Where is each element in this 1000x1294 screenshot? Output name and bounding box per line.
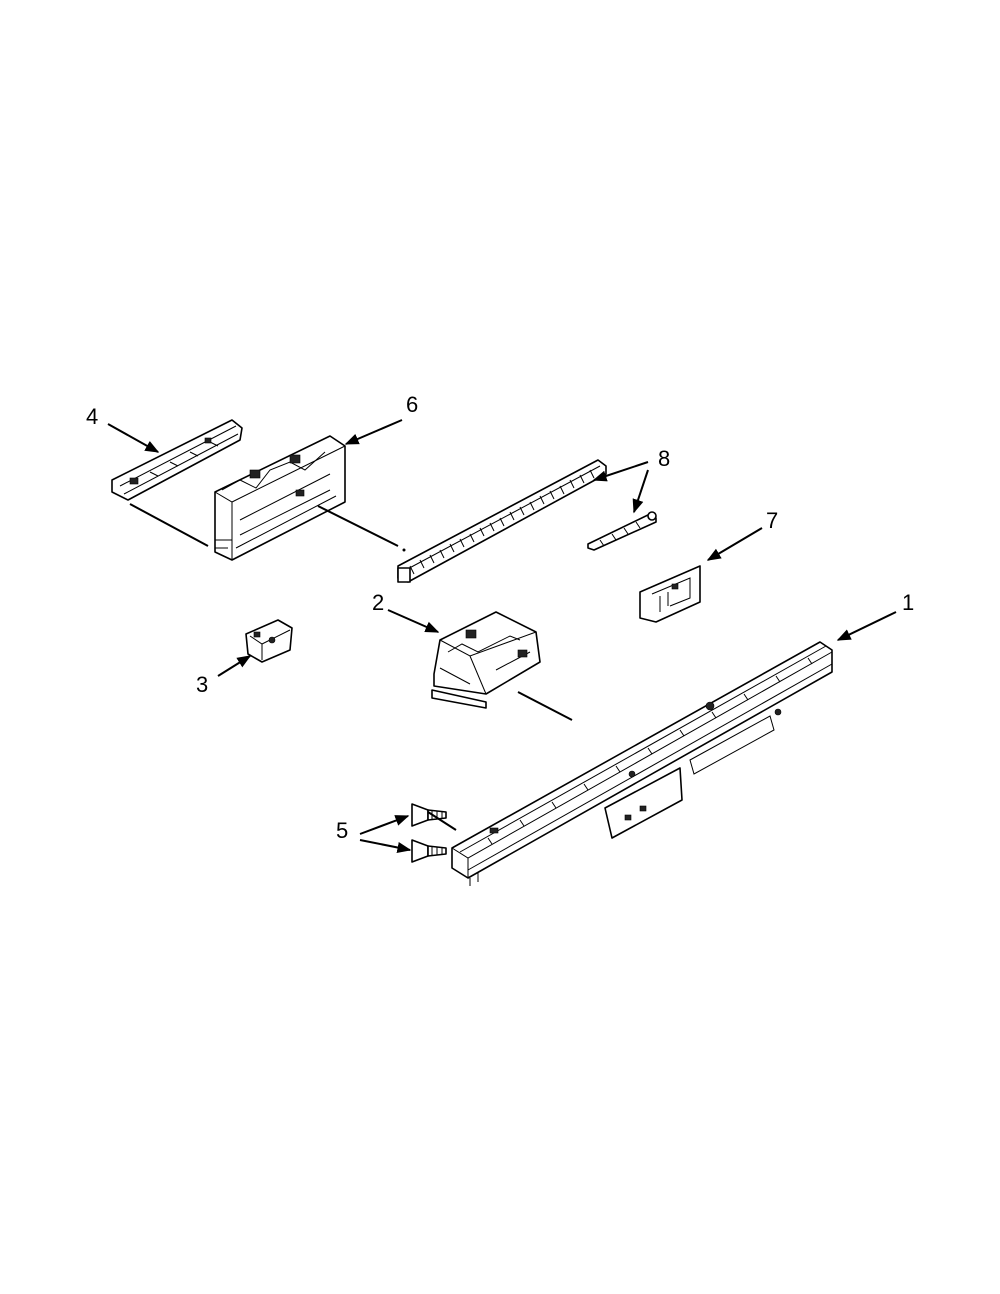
- part-4-rail-bracket[interactable]: [111, 419, 243, 501]
- assembly-leader-lines: [129, 503, 573, 831]
- callout-2: 2: [372, 590, 384, 615]
- callout-3: 3: [196, 672, 208, 697]
- callout-arrows: [107, 419, 897, 854]
- callout-5: 5: [336, 818, 348, 843]
- part-8-gear-rack[interactable]: [397, 459, 607, 583]
- part-1-lower-rail[interactable]: [451, 641, 833, 886]
- callout-7: 7: [766, 508, 778, 533]
- callout-8: 8: [658, 446, 670, 471]
- part-5-screw-lower[interactable]: [411, 839, 447, 863]
- callout-1: 1: [902, 590, 914, 615]
- callout-4: 4: [86, 404, 98, 429]
- part-6-slide-housing[interactable]: [214, 435, 346, 561]
- callout-6: 6: [406, 392, 418, 417]
- part-3-small-bracket[interactable]: [245, 619, 293, 663]
- part-8-pin[interactable]: [587, 511, 657, 551]
- part-7-clip-plate[interactable]: [639, 565, 701, 623]
- part-2-carriage[interactable]: [431, 611, 541, 709]
- part-5-screw-upper[interactable]: [411, 803, 447, 827]
